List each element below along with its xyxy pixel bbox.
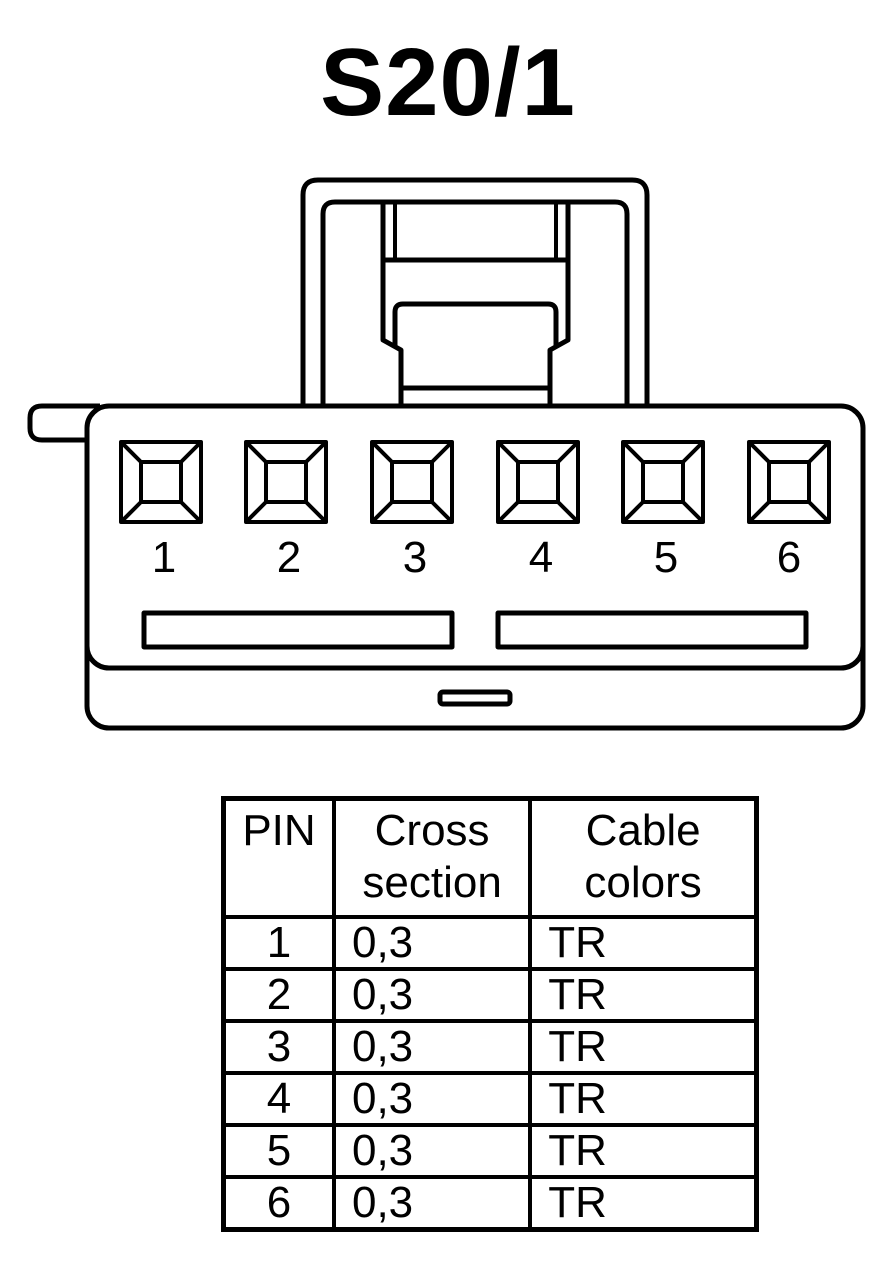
pin-label-6: 6: [776, 533, 802, 582]
cell-cross-section: 0,3: [331, 1071, 533, 1127]
latch-inner: [320, 199, 630, 408]
latch-lever-frame: [380, 204, 571, 408]
cell-cable-color: TR: [528, 915, 759, 971]
table-row: 2 0,3 TR: [221, 967, 759, 1023]
latch-lever-block: [392, 301, 559, 348]
key-slot: [437, 689, 513, 707]
pin-label-1: 1: [151, 533, 177, 582]
diagram-title: S20/1: [320, 29, 576, 136]
pin-cavity-3: [370, 440, 454, 524]
connector-drawing: [27, 177, 866, 731]
table-row: 4 0,3 TR: [221, 1071, 759, 1127]
pin-label-4: 4: [528, 533, 554, 582]
header-cross-section: Cross section: [331, 796, 533, 919]
pin-cavity-1: [119, 440, 203, 524]
cell-cable-color: TR: [528, 1019, 759, 1075]
pin-cavity-6: [747, 440, 831, 524]
cell-cable-color: TR: [528, 1175, 759, 1232]
slot-left: [141, 610, 455, 650]
cell-pin: 3: [221, 1019, 336, 1075]
cell-cross-section: 0,3: [331, 915, 533, 971]
latch-outer: [300, 177, 650, 408]
connector-body-face: [84, 403, 866, 671]
pin-cavity-5: [621, 440, 705, 524]
table-row: 5 0,3 TR: [221, 1123, 759, 1179]
side-tab: [27, 403, 100, 443]
table-row: 1 0,3 TR: [221, 915, 759, 971]
cell-cable-color: TR: [528, 1123, 759, 1179]
pin-cavity-4: [496, 440, 580, 524]
cell-pin: 4: [221, 1071, 336, 1127]
cell-cable-color: TR: [528, 967, 759, 1023]
cell-cable-color: TR: [528, 1071, 759, 1127]
cell-pin: 6: [221, 1175, 336, 1232]
pin-label-2: 2: [276, 533, 302, 582]
table-row: 6 0,3 TR: [221, 1175, 759, 1232]
slot-right: [495, 610, 809, 650]
cell-cross-section: 0,3: [331, 1123, 533, 1179]
cell-pin: 1: [221, 915, 336, 971]
table-row: 3 0,3 TR: [221, 1019, 759, 1075]
pin-label-5: 5: [653, 533, 679, 582]
pin-cavity-2: [244, 440, 328, 524]
cell-cross-section: 0,3: [331, 1019, 533, 1075]
header-pin: PIN: [221, 796, 336, 919]
header-cable-colors: Cable colors: [528, 796, 759, 919]
cell-cross-section: 0,3: [331, 1175, 533, 1232]
cell-cross-section: 0,3: [331, 967, 533, 1023]
cell-pin: 2: [221, 967, 336, 1023]
cell-pin: 5: [221, 1123, 336, 1179]
pin-label-3: 3: [402, 533, 428, 582]
pin-table: PIN Cross section Cable colors 1 0,3 TR …: [221, 796, 759, 1232]
pin-table-header: PIN Cross section Cable colors: [221, 796, 759, 919]
